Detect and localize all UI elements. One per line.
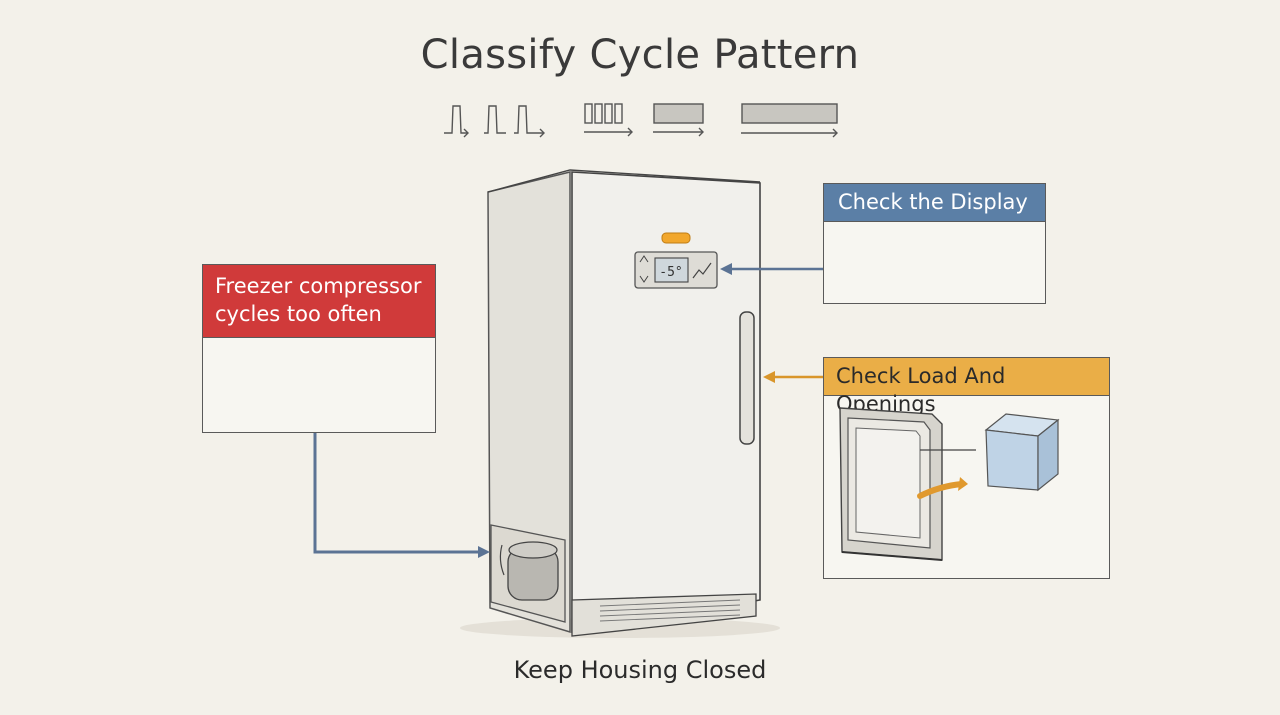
trend-graph-icon	[692, 262, 712, 279]
long-run-icon	[584, 103, 633, 137]
temperature-readout: -5°	[659, 265, 682, 280]
footer-note: Keep Housing Closed	[513, 656, 767, 684]
ice-cube-icon	[984, 413, 1060, 492]
door-gasket-icon	[839, 407, 943, 561]
kick-plate	[571, 593, 757, 637]
page-title: Classify Cycle Pattern	[420, 32, 860, 78]
up-arrow-icon[interactable]	[639, 255, 649, 263]
lcd-screen	[654, 257, 689, 283]
continuous-run-icon	[653, 103, 838, 138]
compressor-icon	[499, 541, 559, 601]
orange-arrow	[917, 481, 965, 499]
display-check-label: Check the Display	[824, 184, 1045, 222]
short-cycle-pulse-icon	[444, 105, 469, 138]
status-light	[661, 232, 691, 244]
down-arrow-icon[interactable]	[639, 275, 649, 283]
freezer-side	[487, 171, 571, 634]
load-check-label: Check Load And Openings	[824, 358, 1109, 416]
display-check-card: Check the Display	[823, 183, 1046, 304]
symptom-connector	[313, 432, 484, 554]
door-handle[interactable]	[739, 311, 755, 445]
symptom-card: Freezer compressor cycles too often	[202, 264, 436, 433]
symptom-card-label: Freezer compressor cycles too often	[203, 265, 435, 338]
frequent-cycle-icon	[484, 105, 545, 138]
